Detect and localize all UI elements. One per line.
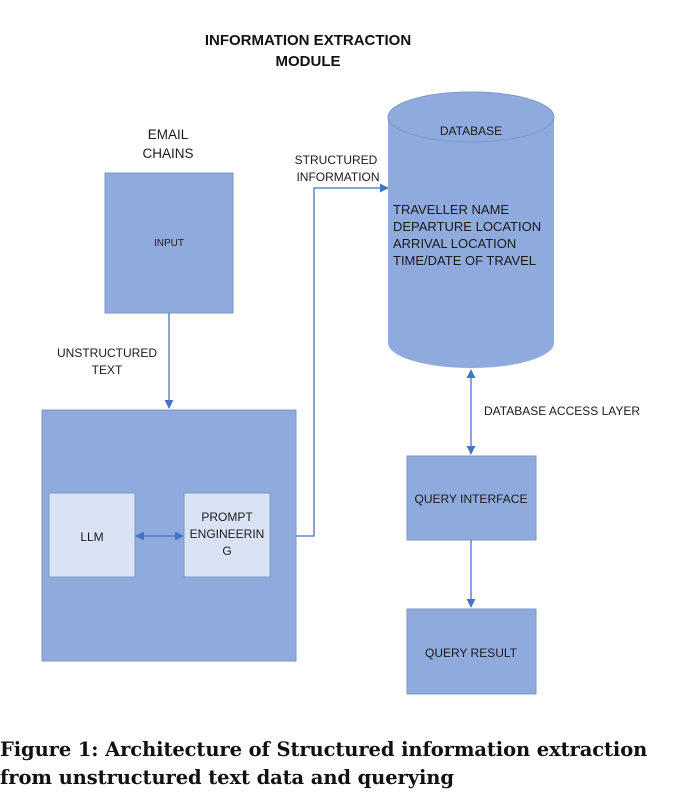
email-chains-label-line2: CHAINS (142, 146, 193, 161)
database-field: TIME/DATE OF TRAVEL (393, 253, 536, 268)
input-box-label: INPUT (154, 238, 184, 249)
unstructured-text-label-line1: UNSTRUCTURED (57, 346, 157, 360)
database-field: DEPARTURE LOCATION (393, 219, 541, 234)
database-field: ARRIVAL LOCATION (393, 236, 516, 251)
database-access-layer-label: DATABASE ACCESS LAYER (484, 404, 640, 418)
diagram-title-line2: MODULE (276, 53, 341, 70)
query-interface-box (406, 455, 537, 541)
query-result-label: QUERY RESULT (425, 646, 518, 660)
diagram-title-line1: INFORMATION EXTRACTION (205, 32, 411, 49)
input-box (104, 172, 234, 314)
figure-caption-line2: from unstructured text data and querying (0, 766, 454, 789)
llm-box (48, 492, 136, 578)
database-field: TRAVELLER NAME (393, 202, 509, 217)
prompt-engineering-label-line2: ENGINEERIN (190, 527, 265, 541)
email-chains-label-line1: EMAIL (148, 127, 189, 142)
architecture-diagram: INFORMATION EXTRACTION MODULE EMAIL CHAI… (41, 32, 640, 695)
figure-caption-line1: Figure 1: Architecture of Structured inf… (0, 738, 648, 761)
query-result-box (406, 608, 537, 695)
llm-box-label: LLM (80, 530, 103, 544)
prompt-engineering-label-line1: PROMPT (201, 510, 253, 524)
database-label: DATABASE (440, 124, 502, 138)
prompt-engineering-label-line3: G (222, 544, 231, 558)
structured-information-label-line2: INFORMATION (296, 170, 379, 184)
figure-caption: Figure 1: Architecture of Structured inf… (0, 736, 683, 792)
structured-information-label-line1: STRUCTURED (295, 153, 378, 167)
unstructured-text-label-line2: TEXT (92, 363, 123, 377)
structured-information-connector (296, 183, 389, 537)
database-cylinder (387, 91, 555, 368)
prompt-engineering-box (183, 492, 271, 578)
query-interface-label: QUERY INTERFACE (415, 492, 528, 506)
